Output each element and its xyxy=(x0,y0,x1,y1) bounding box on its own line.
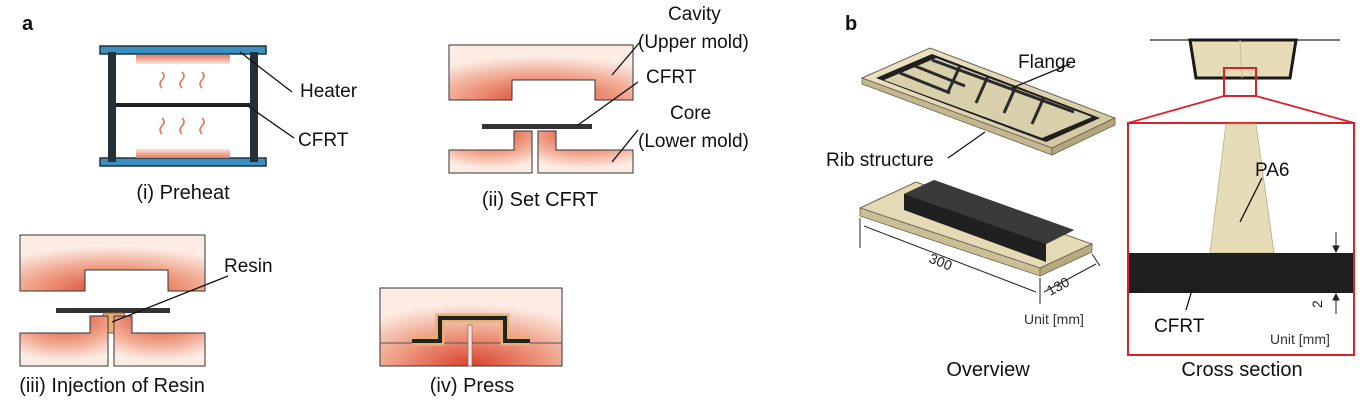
heat-waves xyxy=(159,71,205,135)
dimension-lines xyxy=(859,218,1101,304)
cross-section-unit: Unit [mm] xyxy=(1270,331,1330,347)
left-frame-post xyxy=(108,52,116,162)
top-heater-plate xyxy=(99,45,267,55)
cross-section-top xyxy=(1127,38,1355,124)
lower-mold-left xyxy=(19,315,109,367)
injection-caption: (iii) Injection of Resin xyxy=(19,375,205,397)
set-cfrt-caption: (ii) Set CFRT xyxy=(482,189,598,211)
cfrt-sheet xyxy=(56,308,170,313)
core-label: Core xyxy=(670,103,711,124)
heater-label: Heater xyxy=(300,81,358,102)
lower-mold-right xyxy=(113,315,206,367)
overview-caption: Overview xyxy=(946,359,1030,381)
pa6-label: PA6 xyxy=(1255,160,1290,181)
formed-cfrt xyxy=(412,316,530,343)
cfrt-sheet xyxy=(116,103,250,107)
preheat-diagram xyxy=(99,45,295,167)
panel-b-label: b xyxy=(845,13,857,35)
length-dimension: 300 xyxy=(927,250,955,274)
set-cfrt-cfrt-label: CFRT xyxy=(646,67,697,88)
preheat-caption: (i) Preheat xyxy=(136,182,230,204)
preheat-cfrt-label: CFRT xyxy=(298,130,349,151)
cross-section-caption: Cross section xyxy=(1181,359,1302,381)
cfrt-part-bottom xyxy=(858,180,1094,277)
cfrt-sheet xyxy=(482,124,592,129)
lower-mold-right xyxy=(537,130,634,174)
lower-mold-label: (Lower mold) xyxy=(638,131,749,152)
upper-mold-label: (Upper mold) xyxy=(638,32,749,53)
press-caption: (iv) Press xyxy=(430,375,514,397)
resin-label: Resin xyxy=(224,256,273,277)
cfrt-layer xyxy=(1129,253,1353,293)
flange-label: Flange xyxy=(1018,52,1076,73)
upper-mold xyxy=(448,44,634,101)
bottom-heater-element xyxy=(136,149,230,158)
bottom-heater-plate xyxy=(99,157,267,167)
panel-a-label: a xyxy=(22,13,34,35)
cross-section-zoom xyxy=(1127,122,1355,356)
press-diagram xyxy=(379,287,563,367)
cross-section-cfrt-label: CFRT xyxy=(1154,316,1205,337)
rib-structure-label: Rib structure xyxy=(826,150,934,171)
right-frame-post xyxy=(250,52,258,162)
injection-diagram xyxy=(19,234,229,367)
cavity-label: Cavity xyxy=(668,4,721,25)
zoom-box xyxy=(1223,67,1257,97)
overview-unit: Unit [mm] xyxy=(1024,311,1084,327)
rib-part-top xyxy=(860,47,1117,159)
width-dimension: 130 xyxy=(1044,273,1072,298)
thickness-dimension: 2 xyxy=(1309,300,1325,308)
top-heater-element xyxy=(136,55,230,64)
set-cfrt-diagram xyxy=(448,41,641,174)
lower-mold-left xyxy=(448,130,533,174)
upper-mold xyxy=(19,234,206,292)
